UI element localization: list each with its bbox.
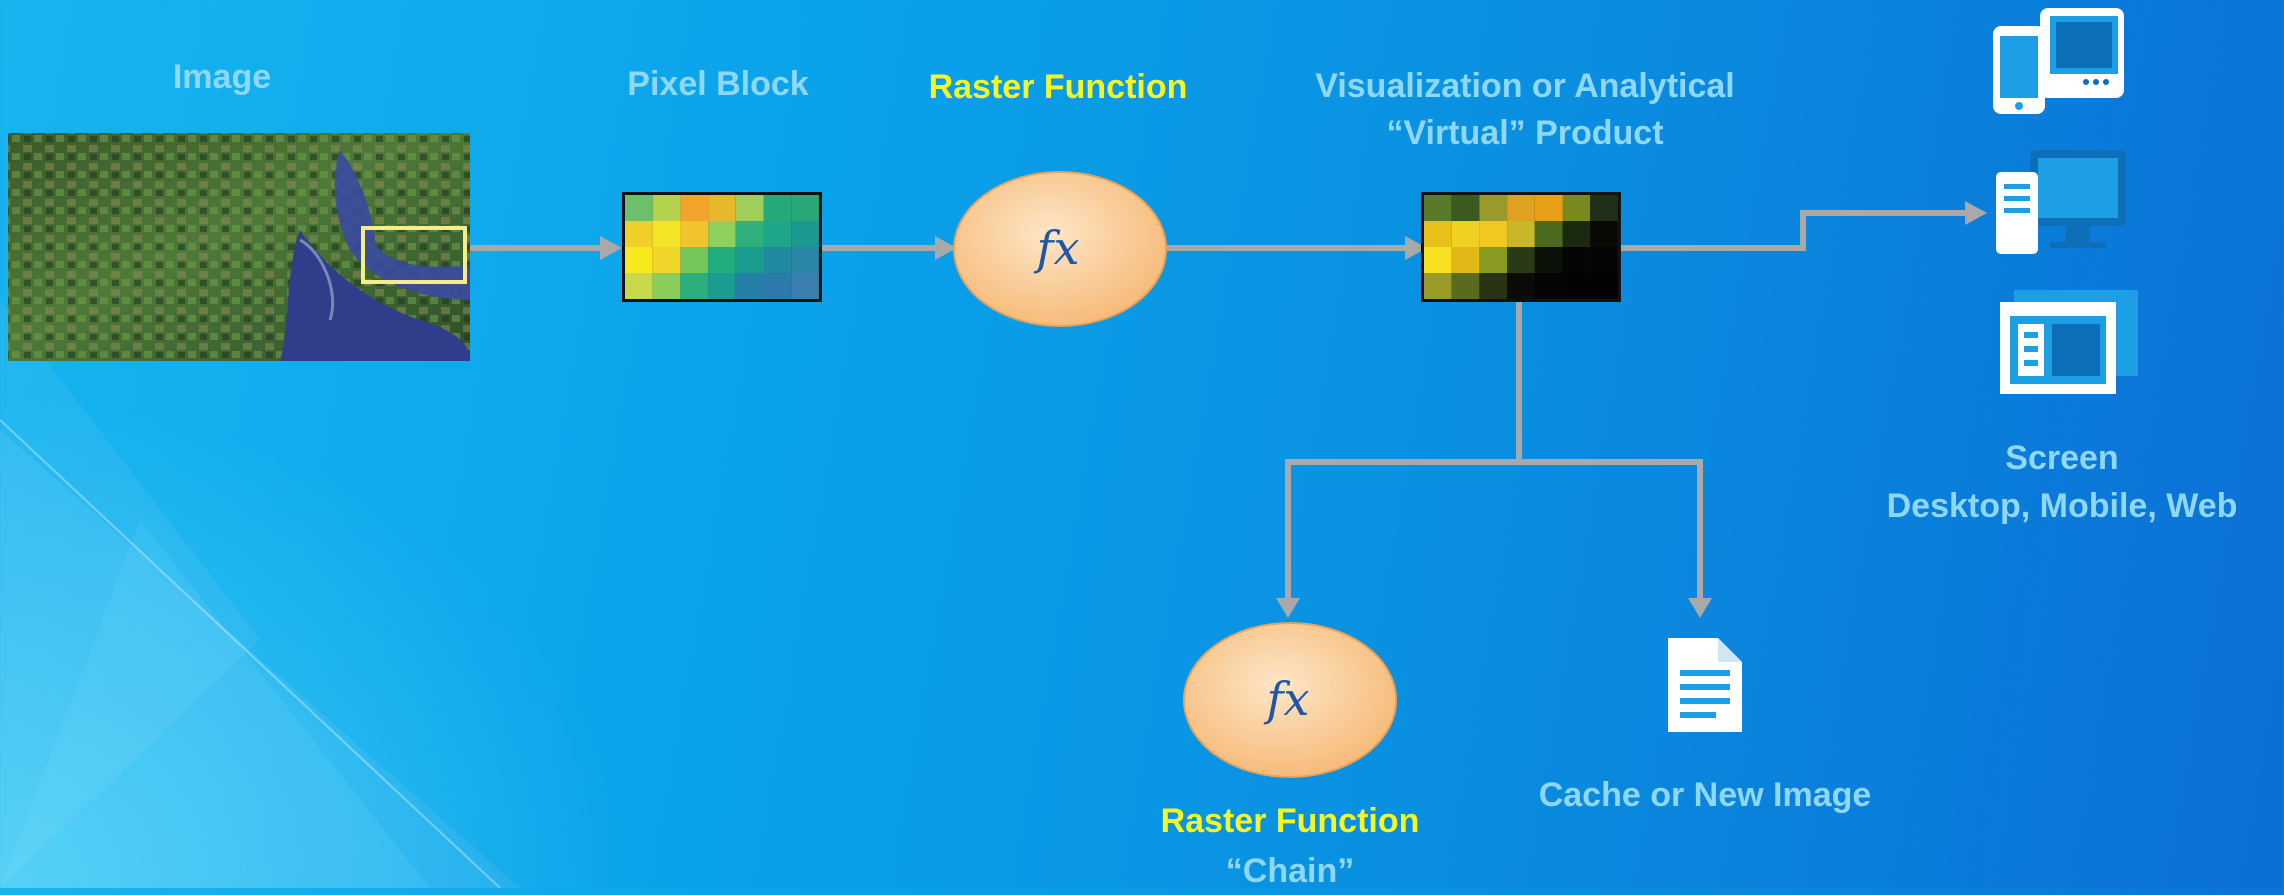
raster-function-label: Raster Function xyxy=(928,68,1188,106)
pixel-cell xyxy=(791,247,819,273)
pixel-cell xyxy=(1424,247,1452,273)
product-label-line1: Visualization or Analytical xyxy=(1315,67,1735,105)
fx-symbol: fx xyxy=(1264,672,1310,726)
pixel-cell xyxy=(735,247,764,273)
document-icon xyxy=(1668,638,1742,732)
pixel-cell xyxy=(791,195,819,221)
chain-label-line2: “Chain” xyxy=(1225,852,1355,890)
fx-symbol: fx xyxy=(1034,221,1080,275)
arrow-to-chain xyxy=(1285,459,1519,598)
pixel-cell xyxy=(625,195,653,221)
pixel-cell xyxy=(625,247,653,273)
pixel-cell xyxy=(1479,247,1508,273)
image-label: Image xyxy=(172,58,272,96)
connectors xyxy=(470,210,1965,598)
pixel-cell xyxy=(763,221,792,247)
pixel-cell xyxy=(708,247,736,273)
satellite-image xyxy=(8,133,470,361)
cache-label: Cache or New Image xyxy=(1538,776,1872,814)
pixel-cell xyxy=(1590,273,1618,299)
pixel-cell xyxy=(1451,273,1480,299)
pixel-cell xyxy=(652,195,681,221)
pixel-cell xyxy=(680,221,709,247)
pixel-cell xyxy=(763,273,792,299)
pixel-cell xyxy=(1424,273,1452,299)
web-browser-icon xyxy=(2000,290,2138,394)
pixel-cell xyxy=(791,273,819,299)
pixel-cell xyxy=(763,247,792,273)
pixel-cell xyxy=(1590,247,1618,273)
pixel-cell xyxy=(1562,221,1591,247)
pixel-cell xyxy=(708,195,736,221)
pixel-cell xyxy=(1534,195,1563,221)
pixel-cell xyxy=(1507,221,1535,247)
arrowheads xyxy=(600,201,1987,618)
pixel-cell xyxy=(1534,273,1563,299)
pixel-cell xyxy=(791,221,819,247)
pixel-cell xyxy=(1507,195,1535,221)
pixel-cell xyxy=(1534,221,1563,247)
pixel-block-grid xyxy=(622,192,822,302)
pixel-cell xyxy=(1507,247,1535,273)
pixel-cell xyxy=(1451,221,1480,247)
screen-label-line1: Screen xyxy=(2005,439,2119,477)
raster-function-node: fx xyxy=(953,171,1167,327)
pixel-cell xyxy=(1507,273,1535,299)
pixel-cell xyxy=(1562,247,1591,273)
screen-label-line2: Desktop, Mobile, Web xyxy=(1886,487,2238,525)
pixel-block-label: Pixel Block xyxy=(627,65,809,103)
desktop-computer-icon xyxy=(1996,150,2126,254)
pixel-cell xyxy=(735,195,764,221)
pixel-cell xyxy=(1479,195,1508,221)
pixel-cell xyxy=(652,273,681,299)
pixel-cell xyxy=(680,195,709,221)
product-label-line2: “Virtual” Product xyxy=(1386,114,1664,152)
pixel-cell xyxy=(1590,195,1618,221)
pixel-cell xyxy=(1451,195,1480,221)
pixel-cell xyxy=(735,221,764,247)
pixel-cell xyxy=(652,221,681,247)
pixel-cell xyxy=(1534,247,1563,273)
pixel-cell xyxy=(1562,195,1591,221)
chain-function-node: fx xyxy=(1183,622,1397,778)
mobile-tablet-icon xyxy=(1993,8,2124,114)
pixel-cell xyxy=(763,195,792,221)
chain-label-line1: Raster Function xyxy=(1160,802,1420,840)
pixel-cell xyxy=(1479,221,1508,247)
pixel-cell xyxy=(708,221,736,247)
arrow-to-cache xyxy=(1519,459,1703,598)
pixel-cell xyxy=(1424,195,1452,221)
pixel-cell xyxy=(708,273,736,299)
pixel-cell xyxy=(680,247,709,273)
arrow-product-to-screen xyxy=(1618,210,1965,251)
pixel-cell xyxy=(1424,221,1452,247)
pixel-cell xyxy=(625,221,653,247)
pixel-cell xyxy=(1590,221,1618,247)
pixel-cell xyxy=(735,273,764,299)
pixel-cell xyxy=(625,273,653,299)
pixel-cell xyxy=(652,247,681,273)
pixel-cell xyxy=(1562,273,1591,299)
pixel-cell xyxy=(680,273,709,299)
pixel-cell xyxy=(1451,247,1480,273)
pixel-cell xyxy=(1479,273,1508,299)
virtual-product-grid xyxy=(1421,192,1621,302)
